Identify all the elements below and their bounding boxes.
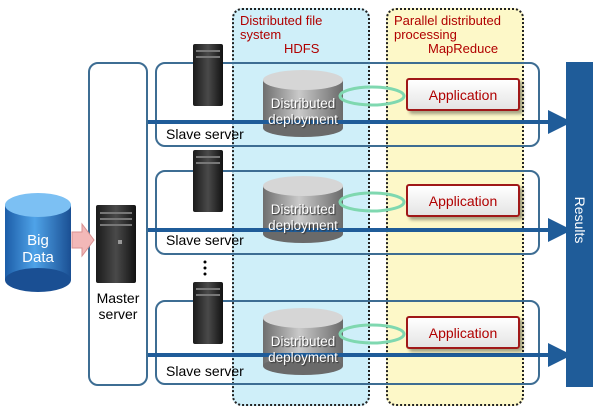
- application-box-3: Application: [406, 316, 520, 349]
- results-label: Results: [572, 196, 588, 244]
- application-box-2: Application: [406, 184, 520, 217]
- slave-server-label-2: Slave server: [166, 232, 244, 248]
- mapreduce-title-line1: Parallel distributed: [394, 13, 501, 28]
- loop-arrow-2: [338, 191, 406, 213]
- master-label-line1: Master: [96, 290, 140, 306]
- storage-label-1: Distributed deployment: [263, 96, 343, 128]
- slave-panel-2: [155, 170, 540, 255]
- slave-server-icon-1: [193, 44, 223, 106]
- big-data-cylinder: [5, 193, 71, 292]
- slave-server-label-1: Slave server: [166, 126, 244, 142]
- big-data-line2: Data: [22, 249, 54, 266]
- slave-server-icon-2: [193, 150, 223, 212]
- storage-cylinder-2: [263, 176, 343, 243]
- hdfs-title-line2: system: [240, 27, 282, 42]
- storage-2-line1: Distributed: [270, 202, 336, 217]
- master-label-line2: server: [98, 306, 138, 322]
- storage-1-line1: Distributed: [270, 96, 336, 111]
- mapreduce-title-line3: MapReduce: [428, 41, 499, 56]
- storage-label-3: Distributed deployment: [263, 334, 343, 366]
- storage-label-2: Distributed deployment: [263, 202, 343, 234]
- input-arrow: [71, 222, 95, 258]
- slave-panel-3: [155, 300, 540, 385]
- storage-3-line1: Distributed: [270, 334, 336, 349]
- slave-server-label-3: Slave server: [166, 363, 244, 379]
- storage-1-line2: deployment: [268, 112, 338, 127]
- master-server-icon: [96, 205, 136, 283]
- storage-cylinder-3: [263, 308, 343, 375]
- loop-arrow-3: [338, 323, 406, 345]
- master-server-label: Master server: [88, 290, 148, 322]
- slave-panel-1: [155, 62, 540, 147]
- big-data-label: Big Data: [5, 232, 71, 266]
- mapreduce-zone-title: Parallel distributed processing MapReduc…: [394, 14, 501, 56]
- loop-arrow-1: [338, 85, 406, 107]
- hdfs-zone-title: Distributed file system HDFS: [240, 14, 322, 56]
- big-data-line1: Big: [27, 232, 49, 249]
- mapreduce-title-line2: processing: [394, 27, 457, 42]
- application-box-1: Application: [406, 78, 520, 111]
- storage-2-line2: deployment: [268, 218, 338, 233]
- storage-3-line2: deployment: [268, 350, 338, 365]
- slave-server-icon-3: [193, 282, 223, 344]
- results-bar: [566, 62, 593, 387]
- hdfs-title-line1: Distributed file: [240, 13, 323, 28]
- hdfs-title-line3: HDFS: [284, 41, 320, 56]
